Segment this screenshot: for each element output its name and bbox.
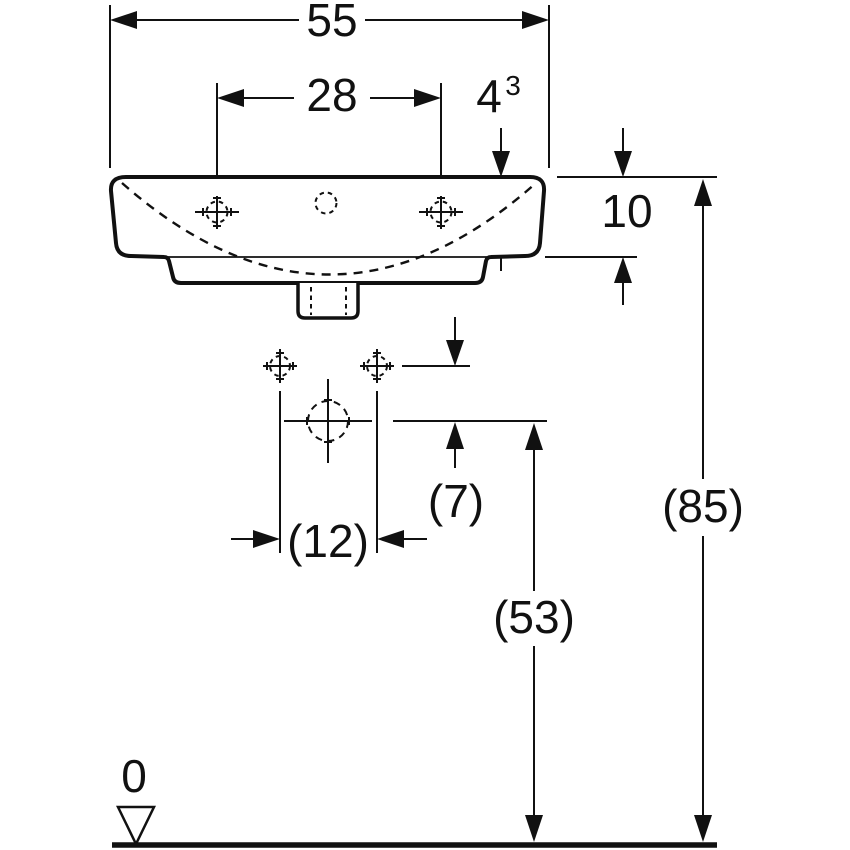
washbasin-outline	[108, 175, 547, 320]
arrowhead-down-icon	[525, 815, 543, 842]
dimension-overall-height-label: (85)	[662, 480, 744, 532]
arrowhead-left-icon	[217, 89, 244, 107]
arrowhead-right-icon	[253, 530, 280, 548]
tap-hole-crosshair	[195, 196, 239, 229]
tap-hole-marker-right	[419, 196, 463, 229]
dimension-fixing-hole-spacing: (12)	[231, 391, 427, 567]
drain-crosshair	[284, 379, 372, 463]
dimension-rim-height-label: 10	[601, 185, 652, 237]
installation-hole-markers	[263, 349, 394, 463]
basin-body-outline	[108, 175, 547, 285]
dimension-fixing-to-drain-label: (7)	[428, 475, 484, 527]
dimension-rim-height: 10	[545, 128, 717, 305]
arrowhead-left-icon	[110, 11, 137, 29]
arrowhead-up-icon	[446, 422, 464, 449]
dimension-tap-offset-label: 4	[476, 70, 502, 122]
dimension-tap-hole-spacing: 28	[216, 69, 442, 186]
drain-center-marker	[284, 379, 372, 463]
fixing-hole-crosshair	[360, 349, 394, 383]
arrowhead-down-icon	[492, 151, 510, 177]
dimension-tap-hole-spacing-label: 28	[306, 69, 357, 121]
floor-datum: 0	[112, 750, 717, 848]
dimension-overall-height: (85)	[662, 179, 744, 842]
overflow-hole-marker	[314, 191, 338, 215]
datum-zero-label: 0	[121, 750, 147, 802]
dimension-overall-width: 55	[109, 0, 550, 168]
dimension-fixing-to-drain: (7)	[393, 317, 547, 527]
arrowhead-up-icon	[614, 257, 632, 283]
tap-hole-marker-left	[195, 196, 239, 229]
dimension-drain-height-label: (53)	[493, 591, 575, 643]
arrowhead-right-icon	[522, 11, 549, 29]
arrowhead-down-icon	[614, 151, 632, 177]
basin-drain-stub	[296, 283, 360, 320]
arrowhead-left-icon	[377, 530, 404, 548]
fixing-hole-marker-left	[263, 349, 297, 383]
arrowhead-down-icon	[694, 815, 712, 842]
fixing-hole-marker-right	[360, 349, 394, 383]
arrowhead-up-icon	[525, 423, 543, 450]
basin-inner-bowl-dashed	[121, 182, 537, 276]
fixing-hole-crosshair	[263, 349, 297, 383]
dimension-drain-height: (53)	[493, 423, 575, 842]
dimension-overall-width-label: 55	[306, 0, 357, 46]
tap-hole-crosshair	[419, 196, 463, 229]
datum-triangle-icon	[116, 805, 156, 847]
arrowhead-down-icon	[446, 340, 464, 366]
arrowhead-up-icon	[694, 179, 712, 206]
arrowhead-right-icon	[414, 89, 441, 107]
dimension-fixing-hole-spacing-label: (12)	[287, 515, 369, 567]
dimension-tap-offset-superscript: 3	[505, 70, 521, 101]
